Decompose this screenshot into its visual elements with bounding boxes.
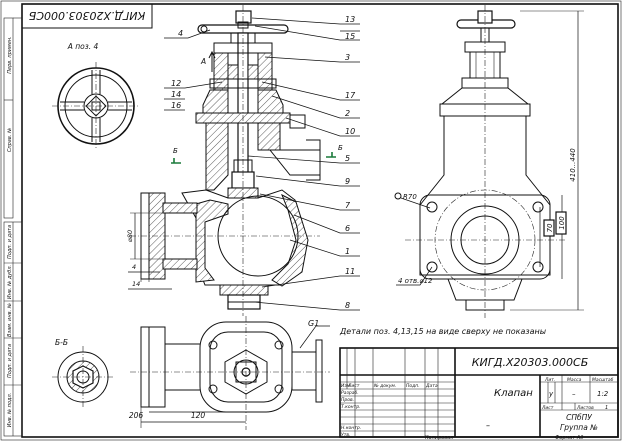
tb-role-approve: Утв.: [341, 432, 350, 438]
pos-14: 14: [171, 90, 181, 99]
dim-14: 14: [132, 280, 140, 288]
margin-label-1: Перв. примен.: [7, 36, 13, 74]
section-label: Б-Б: [55, 338, 68, 347]
tb-col-date: Дата: [425, 383, 438, 389]
arrow-a-label: А: [200, 57, 206, 66]
dim-height: 410...440: [569, 148, 577, 182]
tb-col-izm: Изм: [341, 383, 351, 389]
tb-col-docnum: № докум.: [373, 383, 396, 389]
pos-15: 15: [345, 32, 355, 41]
inner-frame: [21, 3, 619, 438]
tb-org-line1: СПбПУ: [566, 413, 592, 422]
tb-doc-code: КИГД.Х20303.000СБ: [472, 356, 589, 369]
pos-2: 2: [345, 109, 350, 118]
tb-role-checker: Пров.: [341, 397, 354, 403]
pos-8: 8: [345, 301, 350, 310]
pos-16: 16: [171, 101, 181, 110]
tb-sheets-label: Листов: [576, 405, 594, 411]
dim-holes: 4 отв.⌀12: [398, 277, 433, 285]
tb-col-sign: Подп.: [406, 383, 420, 389]
section-mark-left: Б: [173, 147, 178, 155]
plan-view: G1 120 206: [129, 316, 330, 430]
pos-12: 12: [171, 79, 181, 88]
pos-6: 6: [345, 224, 350, 233]
side-dimensions: 410...440 100 70 R70 4 отв.⌀12: [394, 10, 584, 311]
view-a-label: А поз. 4: [67, 42, 99, 51]
tb-part-name: Клапан: [494, 388, 533, 399]
tb-sheet-label: Лист: [541, 405, 554, 411]
section-b-b: Б-Б: [52, 338, 114, 408]
left-margin-table: Перв. примен. Справ. № Подп. и дата Инв.…: [3, 17, 23, 437]
pos-1: 1: [345, 247, 350, 256]
margin-label-4: Инв. № дубл.: [7, 265, 13, 299]
margin-label-3: Подп. и дата: [7, 225, 13, 259]
rotated-code-box: КИГД.Х20303.000СБ: [21, 3, 153, 29]
pos-10: 10: [345, 127, 355, 136]
margin-label-5: Взам. инв. №: [7, 303, 13, 337]
tb-mass-value: –: [572, 390, 576, 398]
tb-role-developer: Разраб.: [341, 390, 359, 396]
pos-4: 4: [178, 29, 183, 38]
dim-d80: ⌀80: [126, 230, 134, 242]
tb-mass-label: Масса: [567, 377, 582, 383]
dim-70: 70: [546, 223, 554, 232]
tb-dash: –: [486, 421, 490, 430]
tb-role-tcontrol: Т.контр.: [341, 404, 361, 410]
pos-17: 17: [345, 91, 356, 100]
dim-206: 206: [129, 411, 144, 420]
tb-copied: Копировал: [425, 435, 454, 441]
main-dimensions: ⌀80 4 14: [126, 212, 172, 290]
tb-scale-value: 1:2: [597, 390, 609, 398]
pos-5: 5: [345, 154, 350, 163]
tb-lit-label: Лит.: [544, 377, 555, 383]
tb-col-list: Лист: [347, 383, 360, 389]
dim-r70: R70: [403, 193, 417, 201]
dim-4: 4: [132, 263, 136, 271]
rotated-doc-code: КИГД.Х20303.000СБ: [29, 9, 146, 22]
pos-13: 13: [345, 15, 355, 24]
dim-100: 100: [558, 216, 566, 230]
tb-lit-value: у: [548, 390, 554, 398]
section-mark-right: Б: [338, 144, 343, 152]
margin-label-7: Инв. № подл.: [7, 393, 13, 428]
drawing-note: Детали поз. 4,13,15 на виде сверху не по…: [339, 327, 546, 336]
margin-label-2: Справ. №: [7, 128, 13, 152]
position-callouts: 4 13 15 3 12 14 16 17 2 10 5 9 7 6 1 11 …: [164, 15, 360, 311]
pos-7: 7: [345, 201, 351, 210]
tb-format: Формат А3: [555, 435, 583, 441]
pos-11: 11: [345, 267, 355, 276]
weld-mark: G1: [308, 319, 319, 328]
section-marks: Б Б: [171, 144, 343, 164]
pos-3: 3: [345, 53, 350, 62]
dim-120: 120: [191, 411, 206, 420]
tb-sheets-value: 1: [605, 405, 608, 411]
tb-org-line2: Группа №: [560, 423, 598, 432]
tb-scale-label: Масштаб: [592, 377, 614, 383]
title-block: Изм Лист № докум. Подп. Дата Разраб. Про…: [339, 347, 619, 441]
valve-side-view: [405, 5, 565, 318]
view-a-handwheel: А поз. 4: [52, 42, 140, 150]
valve-main-section: А: [130, 5, 321, 316]
tb-role-ncontrol: Н.контр.: [341, 425, 361, 431]
margin-label-6: Подп. и дата: [7, 344, 13, 378]
pos-9: 9: [345, 177, 350, 186]
